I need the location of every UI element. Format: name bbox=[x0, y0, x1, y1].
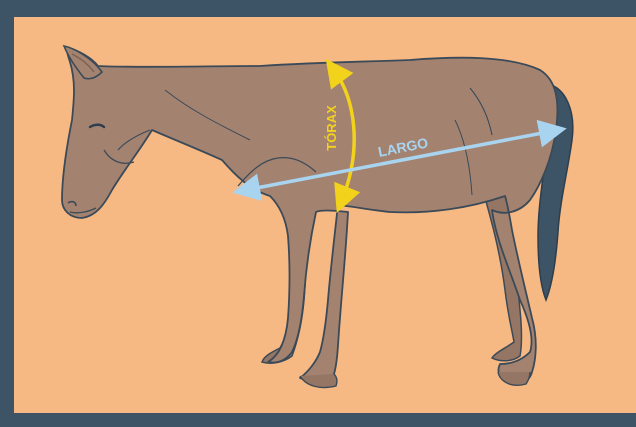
horse-hind-hoof bbox=[498, 372, 530, 385]
horse-front-hoof bbox=[300, 374, 337, 388]
horse-body bbox=[62, 48, 557, 384]
torax-label: TÓRAX bbox=[324, 105, 339, 151]
